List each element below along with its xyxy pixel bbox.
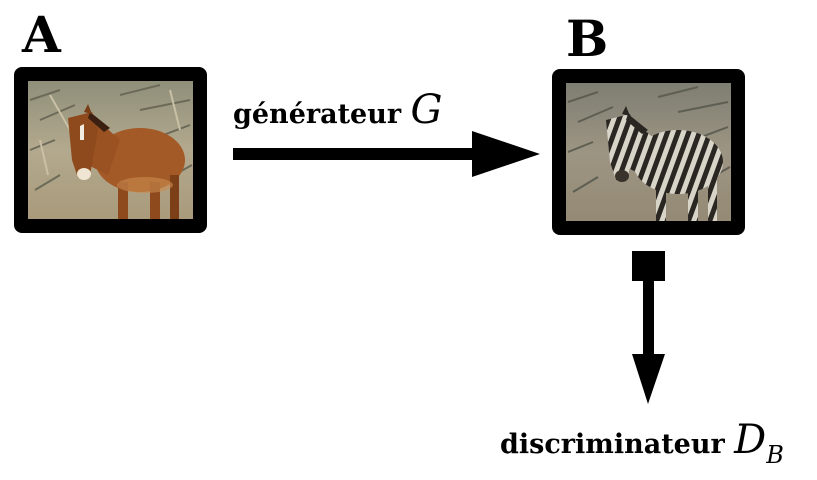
discriminator-label: discriminateur DB	[500, 417, 784, 467]
discriminator-label-text: discriminateur	[500, 429, 725, 460]
discriminator-symbol: D	[734, 417, 767, 463]
discriminator-subscript: B	[766, 441, 784, 469]
zebra-image	[566, 83, 731, 221]
generator-symbol: G	[410, 87, 443, 133]
domain-a-label: A	[22, 5, 61, 64]
generator-label: générateur G	[233, 90, 442, 130]
generator-arrow	[233, 131, 540, 177]
horse-image	[28, 81, 193, 219]
generator-label-text: générateur	[233, 99, 402, 130]
domain-b-label: B	[566, 9, 609, 68]
discriminator-arrow	[632, 251, 665, 404]
